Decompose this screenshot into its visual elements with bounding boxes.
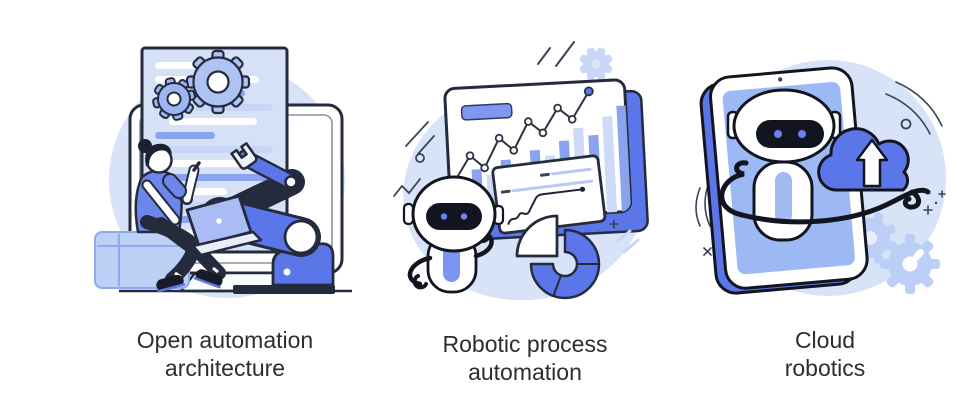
upload-arrow-icon <box>855 138 889 188</box>
laptop <box>185 194 263 257</box>
decoration-lines <box>393 121 435 197</box>
sparkle-icon <box>923 190 946 215</box>
caption-line: Open automation <box>136 327 314 353</box>
robot-eye <box>798 130 806 138</box>
gear-icon <box>185 49 251 115</box>
robot-eye <box>774 130 782 138</box>
figure-robotic-process-automation: Robotic process automation <box>390 24 660 386</box>
figure-caption: Cloud robotics <box>785 326 866 382</box>
shoe <box>193 269 223 289</box>
gear-icon <box>152 77 196 121</box>
sleeve <box>164 175 185 197</box>
robot <box>402 175 505 294</box>
figure-open-automation-architecture: Open automation architecture <box>75 20 375 382</box>
sparkle-icon <box>602 212 619 229</box>
robot-eye <box>460 213 468 220</box>
robot-eye <box>440 213 448 220</box>
donut-slice-pulled <box>515 214 559 258</box>
gripper-icon <box>230 142 258 170</box>
caption-line: Cloud <box>794 327 856 353</box>
figure-caption: Robotic process automation <box>443 330 608 386</box>
hair-bun <box>138 139 152 153</box>
woman-figure <box>134 139 263 293</box>
hair <box>145 143 172 166</box>
donut-chart <box>515 214 640 300</box>
caption-line: Robotic process <box>442 331 608 357</box>
gear-icon <box>880 234 940 294</box>
caption-line: architecture <box>164 355 286 382</box>
woman-laptop-robotic-arm-illustration <box>94 46 352 298</box>
robot-visor <box>426 203 482 230</box>
decoration-circle <box>900 118 912 130</box>
cloud-upload-icon <box>817 127 921 210</box>
shoe <box>156 274 186 293</box>
trend-line <box>507 188 581 225</box>
figure-caption: Open automation architecture <box>137 326 313 382</box>
figure-cloud-robotics: Cloud robotics <box>690 20 957 382</box>
robot-chest <box>775 172 792 224</box>
dashboard-header-bar <box>460 102 513 121</box>
robot-analytics-dashboard-illustration <box>393 41 649 301</box>
orbit-line-end <box>902 189 921 210</box>
orbit-line <box>719 160 931 225</box>
sock <box>212 266 219 274</box>
caption-line: robotics <box>784 355 866 382</box>
stats-panel <box>491 154 607 235</box>
robot-smartphone-cloud-upload-illustration <box>695 60 946 296</box>
robot <box>719 88 931 242</box>
phone-camera <box>778 77 783 82</box>
robot-visor <box>756 120 824 148</box>
caption-line: automation <box>468 359 582 386</box>
gear-icon <box>579 47 613 81</box>
